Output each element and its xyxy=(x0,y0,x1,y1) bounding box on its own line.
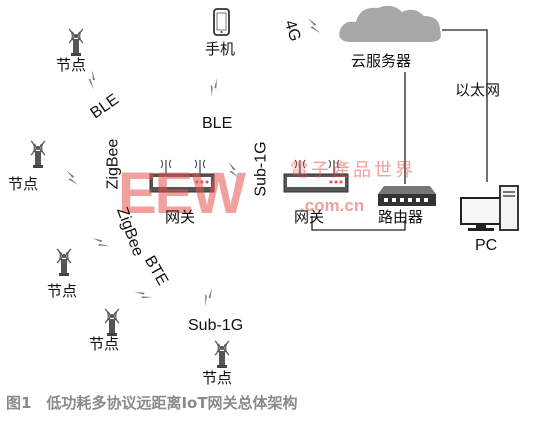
ethernet-label: 以太网 xyxy=(455,81,501,99)
cloud-label: 云服务器 xyxy=(351,52,412,70)
phone-icon xyxy=(213,8,230,36)
node-label-top-left: 节点 xyxy=(56,56,87,74)
signal-bolt-ble-mid xyxy=(204,78,224,98)
signal-bolt-zigbee-upper xyxy=(64,170,80,186)
signal-bolt-bte xyxy=(134,285,154,305)
phone-label: 手机 xyxy=(205,40,236,58)
sub1g-vertical-label: Sub-1G xyxy=(252,141,270,197)
pc-label: PC xyxy=(475,237,498,254)
gateway-right-icon xyxy=(283,159,349,193)
gateway-left-icon xyxy=(149,159,215,193)
signal-bolt-sub1g-bottom xyxy=(199,288,218,307)
gateway-router-line xyxy=(311,216,406,231)
sub1g-bottom-label: Sub-1G xyxy=(188,317,244,334)
node-icon-bottom xyxy=(214,340,230,369)
ethernet-line xyxy=(442,29,488,182)
ble-mid-label: BLE xyxy=(202,115,233,132)
connection-lines xyxy=(311,29,488,231)
signal-bolt-zigbee-lower xyxy=(92,233,110,252)
gateway-right-label: 网关 xyxy=(294,208,325,226)
node-icon-top-left xyxy=(68,28,84,57)
router-icon xyxy=(378,186,436,206)
watermark-text: 電子產品世界 xyxy=(290,160,416,181)
cloud-icon xyxy=(339,5,441,42)
node-label-bottom-left: 节点 xyxy=(47,282,78,300)
zigbee-upper-label: ZigBee xyxy=(104,138,122,190)
node-label-bottom-mid: 节点 xyxy=(89,335,120,353)
figure-caption: 图1 低功耗多协议远距离IoT网关总体架构 xyxy=(6,394,298,412)
pc-icon xyxy=(460,185,519,231)
gateway-left-label: 网关 xyxy=(165,208,196,226)
watermark-url: .com.cn xyxy=(300,196,365,215)
node-icon-left xyxy=(30,140,46,169)
node-icon-bottom-mid xyxy=(104,308,120,337)
node-icon-bottom-left xyxy=(56,248,72,277)
node-label-bottom: 节点 xyxy=(202,369,233,387)
node-label-left: 节点 xyxy=(8,175,39,193)
signal-bolt-4g xyxy=(306,18,322,34)
router-label: 路由器 xyxy=(378,208,424,226)
watermark-logo: EEW xyxy=(118,161,246,226)
